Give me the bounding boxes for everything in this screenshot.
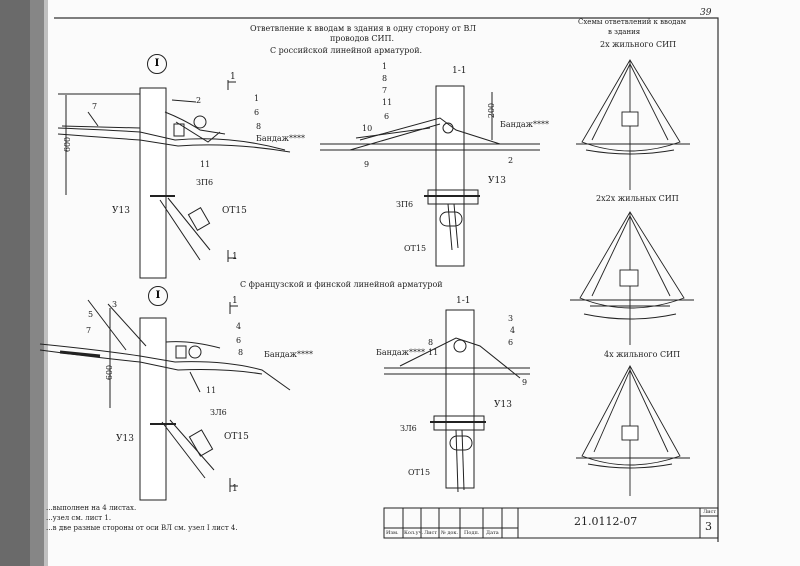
callout: 9 (522, 378, 528, 387)
fitting-label-zp6: ЗП6 (196, 178, 214, 187)
sheet-label: Лист (703, 509, 717, 515)
section-title-top: С российской линейной арматурой. (270, 46, 423, 55)
callout: 4 (236, 322, 242, 331)
callout: 4 (510, 326, 516, 335)
stamp-col: Лист (424, 530, 438, 536)
callout: 1 (382, 62, 388, 71)
callout: 6 (254, 108, 260, 117)
scheme-label-4core: 4х жильного СИП (604, 350, 681, 359)
callout: 2 (196, 96, 202, 105)
bottom-left-pole-view (39, 299, 291, 501)
fitting-label-zl6: ЗЛ6 (400, 424, 417, 433)
section-title-bottom: С французской и финской линейной арматур… (240, 280, 443, 289)
note-line: ...узел см. лист 1. (46, 514, 112, 522)
callout: 8 (382, 74, 388, 83)
callout: 6 (384, 112, 390, 121)
callout: 1 (254, 94, 260, 103)
section-view-label: 1-1 (452, 66, 467, 76)
drawing-frame (54, 17, 719, 542)
fitting-label-u13: У13 (112, 206, 130, 216)
page-corner-number: 39 (700, 8, 712, 18)
fitting-label-ot15: ОТ15 (224, 432, 249, 442)
fitting-label-zl6: ЗЛ6 (210, 408, 227, 417)
callout: 3 (508, 314, 514, 323)
scheme-4core (576, 365, 690, 496)
stamp-col: Подп. (464, 530, 480, 536)
section-cut-mark: 1 (232, 484, 238, 494)
callout: 3 (112, 300, 118, 309)
dimension-label: 200 (487, 102, 497, 119)
title-main: Ответвление к вводам в здания в одну сто… (250, 24, 477, 33)
callout: 7 (92, 102, 98, 111)
bottom-right-section-view (384, 309, 530, 493)
drawing-code: 21.0112-07 (574, 515, 638, 528)
stamp-col: Изм. (386, 530, 399, 536)
stamp-col: Кол.уч. (404, 530, 424, 536)
callout: 11 (382, 98, 393, 107)
callout: 2 (508, 156, 514, 165)
callout: 11 (200, 160, 211, 169)
fitting-label-u13: У13 (116, 434, 134, 444)
fitting-label-u13: У13 (494, 400, 512, 410)
callout: 8 (238, 348, 244, 357)
section-cut-mark: 1 (232, 252, 238, 262)
callout: 7 (382, 86, 388, 95)
dimension-label: 600 (63, 136, 73, 153)
bandage-label: Бандаж**** (500, 120, 550, 129)
view-marker-circle-bottom: I (148, 286, 168, 306)
callout: 6 (508, 338, 514, 347)
schemes-title-2: в здания (608, 28, 641, 36)
callout: 7 (86, 326, 92, 335)
section-cut-mark: 1 (232, 296, 238, 306)
top-right-section-view (320, 85, 540, 267)
callout: 8 (428, 338, 434, 347)
bandage-label: Бандаж**** (256, 134, 306, 143)
callout: 11 (428, 348, 439, 357)
stamp-col: Дата (486, 530, 499, 536)
title-block (383, 507, 719, 539)
fitting-label-zp6: ЗП6 (396, 200, 414, 209)
callout: 10 (362, 124, 373, 133)
callout: 8 (256, 122, 262, 131)
callout: 11 (206, 386, 217, 395)
scheme-2x2core (570, 211, 694, 345)
fitting-label-ot15: ОТ15 (404, 244, 427, 253)
bandage-label: Бандаж**** (376, 348, 426, 357)
section-cut-mark: 1 (230, 72, 236, 82)
note-line: ...в две разные стороны от оси ВЛ см. уз… (46, 524, 238, 532)
fitting-label-ot15: ОТ15 (222, 206, 247, 216)
callout: 5 (88, 310, 94, 319)
callout: 6 (236, 336, 242, 345)
callout: 9 (364, 160, 370, 169)
scheme-label-2x2core: 2х2х жильных СИП (596, 194, 679, 203)
view-marker-circle-top: I (147, 54, 167, 74)
bandage-label: Бандаж**** (264, 350, 314, 359)
fitting-label-u13: У13 (488, 176, 506, 186)
fitting-label-ot15: ОТ15 (408, 468, 431, 477)
sheet-number: 3 (705, 520, 712, 533)
stamp-col: № док. (441, 530, 459, 536)
note-line: ...выполнен на 4 листах. (46, 504, 137, 512)
scheme-label-2core: 2х жильного СИП (600, 40, 677, 49)
top-left-pole-view (57, 80, 291, 279)
section-view-label: 1-1 (456, 296, 471, 306)
schemes-title: Схемы ответвлений к вводам (578, 18, 687, 26)
title-sub: проводов СИП. (330, 34, 394, 43)
dimension-label: 600 (105, 364, 115, 381)
scheme-2core (576, 59, 690, 190)
